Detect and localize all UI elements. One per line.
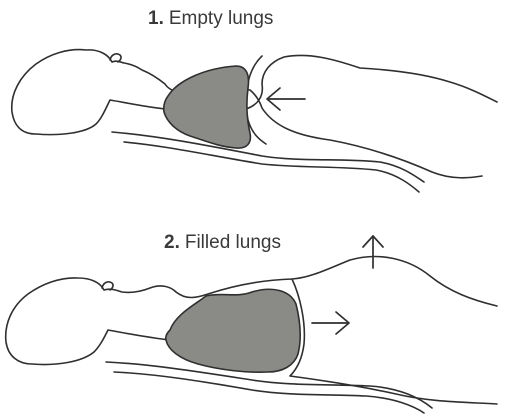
arrow-up-icon	[363, 236, 383, 268]
arrow-right-icon	[312, 312, 349, 334]
body-outline-1	[12, 50, 497, 178]
panel-1-number: 1.	[148, 8, 164, 29]
spine-line-1b	[124, 142, 419, 192]
panel-2-label: Filled lungs	[185, 232, 281, 253]
spine-line-1a	[112, 132, 424, 182]
lung-filled	[166, 289, 300, 372]
panel-filled-lungs: 2.Filled lungs	[6, 232, 497, 413]
panel-1-caption: 1.Empty lungs	[148, 8, 273, 29]
spine-line-2b	[114, 372, 424, 413]
panel-1-label: Empty lungs	[169, 8, 274, 29]
panel-2-number: 2.	[164, 232, 180, 253]
panel-2-caption: 2.Filled lungs	[164, 232, 281, 253]
lung-empty	[164, 66, 251, 148]
panel-empty-lungs: 1.Empty lungs	[12, 8, 497, 192]
arrow-left-icon	[267, 88, 305, 110]
